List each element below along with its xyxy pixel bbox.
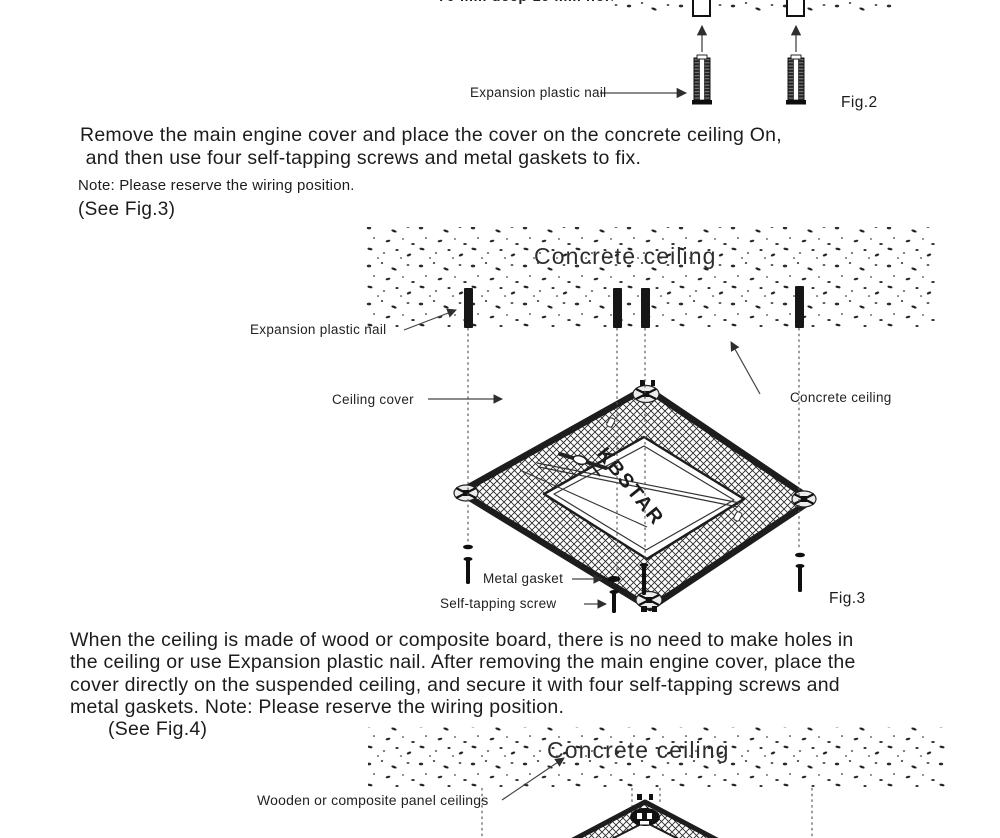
para2-line4-text: metal gaskets. Note: Please reserve the …: [70, 695, 565, 718]
fig4-dotted-lines: [481, 788, 813, 838]
para2-line2: the ceiling or use Expansion plastic nai…: [70, 651, 856, 674]
fig3-ceiling-title: Concrete ceiling: [534, 243, 717, 269]
fasteners: [463, 544, 805, 613]
fig3-nail-icon-1: [464, 288, 473, 328]
para2-line3: cover directly on the suspended ceiling,…: [70, 673, 840, 696]
alignment-dotted-lines: [467, 328, 800, 572]
fig3-nail-label: Expansion plastic nail: [250, 322, 386, 337]
mount-tab-2: [733, 511, 743, 522]
wing-pin: [589, 462, 601, 477]
fig3-diagram: Concrete ceiling KBSTAR: [250, 227, 938, 613]
fig4-concrete-band: [368, 727, 945, 787]
ceiling-cover-drawing: KBSTAR: [453, 380, 817, 612]
screw-icon-mid: [639, 563, 649, 595]
cover-plate-outline: [553, 445, 735, 551]
screw-icon-labeled: [609, 590, 619, 613]
gasket-icon-left: [463, 544, 473, 550]
see-fig3-text: (See Fig.3): [78, 199, 176, 220]
gasket-icon-right: [795, 552, 805, 558]
fig3-nail-icon-4: [795, 286, 804, 328]
fig4-cover-top-drawing: [571, 794, 719, 838]
para1-line1: Remove the main engine cover and place t…: [80, 124, 782, 146]
instruction-paragraph-2: When the ceiling is made of wood or comp…: [70, 629, 856, 740]
mount-bar-1b: [538, 466, 739, 508]
fig2-diagram: Expansion plastic nail Fig.2: [470, 0, 893, 111]
corner-bracket-left: [453, 484, 479, 502]
fig4-corner-bracket: [630, 794, 660, 826]
mount-tab-1: [606, 417, 616, 428]
corner-bracket-top: [632, 380, 660, 404]
fig3-nail-icon-3: [641, 288, 650, 328]
screw-icon-right: [795, 564, 805, 592]
fig3-gasket-label: Metal gasket: [483, 571, 563, 586]
fig3-ceiling-side-label: Concrete ceiling: [790, 390, 892, 405]
fig4-diagram: Concrete ceiling Wooden or composite pan…: [257, 727, 945, 838]
mount-bar-1: [536, 462, 741, 504]
note-text: Note: Please reserve the wiring position…: [78, 177, 355, 194]
fig2-hole-right: [786, 0, 805, 17]
instruction-paragraph-1: Remove the main engine cover and place t…: [80, 124, 782, 169]
para2-line4: metal gaskets. Note: Please reserve the …: [70, 696, 856, 741]
fig4-ceiling-title: Concrete ceiling: [547, 737, 730, 763]
fig2-caption: Fig.2: [841, 94, 877, 111]
fig2-nail-icon-right: [786, 54, 806, 105]
fig4-panel-label: Wooden or composite panel ceilings: [257, 792, 488, 808]
fig2-depth-label: 70 mm deep 10 mm holes: [438, 0, 627, 5]
corner-bracket-right: [791, 490, 817, 508]
screw-icon-left: [463, 557, 473, 584]
fig3-caption: Fig.3: [829, 590, 865, 607]
fig2-hole-left: [692, 0, 711, 17]
fig3-cover-label: Ceiling cover: [332, 392, 414, 407]
fig3-nail-icon-2: [613, 288, 622, 328]
corner-bracket-bottom: [635, 590, 663, 612]
mount-bar-2: [519, 469, 648, 528]
fig2-nail-icon-left: [692, 54, 712, 105]
fig3-ceiling-side-arrow: [730, 341, 761, 395]
para2-line1: When the ceiling is made of wood or comp…: [70, 629, 854, 651]
fig3-concrete-band: [366, 227, 938, 327]
fig2-concrete-band: [613, 0, 893, 15]
para1-line2: and then use four self-tapping screws an…: [80, 146, 642, 169]
fig4-panel-label-arrow: [501, 757, 565, 801]
fig3-screw-label: Self-tapping screw: [440, 596, 556, 611]
wing-nut: [572, 454, 588, 466]
see-fig4-text: (See Fig.4): [108, 718, 208, 741]
gasket-icon-labeled: [607, 576, 621, 582]
fig3-nail-label-arrow: [403, 308, 457, 331]
fig2-nail-label: Expansion plastic nail: [470, 85, 606, 100]
